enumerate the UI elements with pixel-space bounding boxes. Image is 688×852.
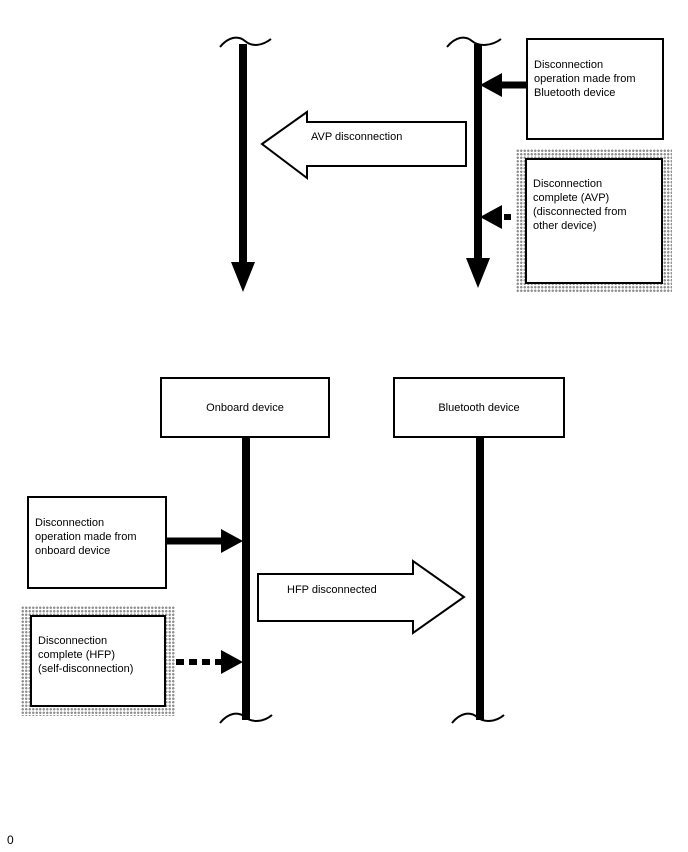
bluetooth-lifeline (476, 438, 484, 720)
page-number: 0 (7, 833, 14, 847)
top-left-lifeline-arrowhead-icon (231, 262, 255, 292)
top-left-lifeline (239, 44, 247, 264)
bluetooth-device-box: Bluetooth device (393, 377, 565, 438)
top-operation-message-arrowhead-icon (480, 73, 502, 97)
onboard-device-box: Onboard device (160, 377, 330, 438)
bottom-operation-box: Disconnection operation made from onboar… (27, 496, 167, 589)
top-complete-box-text: Disconnection complete (AVP) (disconnect… (533, 178, 627, 232)
bluetooth-lifeline-break-icon (451, 712, 505, 724)
top-operation-box: Disconnection operation made from Blueto… (526, 38, 664, 140)
bottom-operation-box-text: Disconnection operation made from onboar… (35, 517, 137, 557)
bottom-operation-message-shaft (167, 537, 222, 545)
onboard-device-label: Onboard device (206, 402, 284, 414)
bottom-operation-message-arrowhead-icon (221, 529, 243, 553)
hfp-disconnected-block-arrow (257, 559, 466, 635)
avp-arrow-label: AVP disconnection (311, 131, 403, 143)
bottom-complete-box: Disconnection complete (HFP) (self-disco… (21, 606, 175, 716)
onboard-lifeline (242, 438, 250, 720)
bluetooth-device-label: Bluetooth device (438, 402, 520, 414)
top-right-lifeline-arrowhead-icon (466, 258, 490, 288)
onboard-lifeline-break-icon (219, 712, 273, 724)
top-right-lifeline-break-icon (446, 36, 502, 48)
top-left-lifeline-break-icon (219, 36, 272, 48)
top-complete-box-inner: Disconnection complete (AVP) (disconnect… (525, 158, 663, 284)
top-operation-message-shaft (500, 81, 527, 89)
avp-disconnection-block-arrow (260, 110, 467, 181)
bottom-complete-message-arrowhead-icon (221, 650, 243, 674)
hfp-arrow-label: HFP disconnected (287, 584, 377, 596)
top-complete-box: Disconnection complete (AVP) (disconnect… (516, 149, 672, 293)
bottom-complete-box-inner: Disconnection complete (HFP) (self-disco… (30, 615, 166, 707)
top-complete-message-arrowhead-icon (480, 205, 502, 229)
top-right-lifeline (474, 44, 482, 260)
top-operation-box-text: Disconnection operation made from Blueto… (534, 59, 636, 99)
bottom-complete-box-text: Disconnection complete (HFP) (self-disco… (38, 635, 134, 675)
